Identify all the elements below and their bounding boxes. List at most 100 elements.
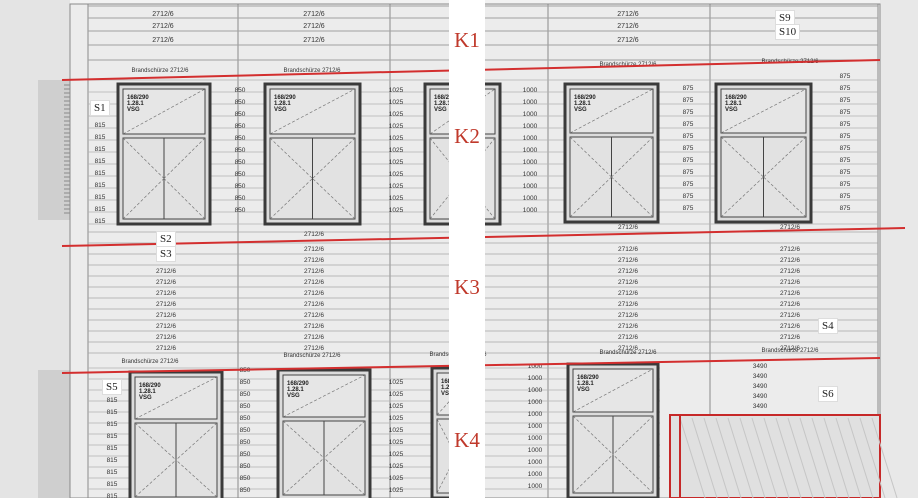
- value-875: 875: [683, 121, 694, 128]
- row-value-k3: 2712/6: [156, 290, 176, 297]
- value-815: 815: [107, 493, 118, 498]
- sash-diagonal: [175, 459, 218, 498]
- row-value-k1: 2712/6: [617, 23, 639, 30]
- value-1025: 1025: [389, 439, 404, 446]
- value-850: 850: [240, 427, 251, 434]
- value-875: 875: [840, 169, 851, 176]
- window-sash-left: [269, 137, 313, 220]
- sash-diagonal: [572, 454, 614, 494]
- fire-wall-label: Brandschürze 2712/6: [131, 68, 189, 74]
- transom-diagonal: [282, 374, 366, 418]
- value-875: 875: [683, 85, 694, 92]
- window-sash-right: [611, 136, 654, 218]
- value-875: 875: [683, 133, 694, 140]
- value-815: 815: [95, 194, 106, 201]
- value-815: 815: [95, 182, 106, 189]
- window-sash-right: [612, 415, 654, 494]
- value-1000: 1000: [528, 375, 543, 382]
- window-sash-right: [175, 422, 218, 498]
- hatch-line: [823, 417, 850, 498]
- value-1025: 1025: [389, 111, 404, 118]
- label-s3: S3: [156, 246, 176, 262]
- transom-diagonal: [134, 376, 218, 420]
- transom-diagonal: [572, 368, 654, 413]
- row-value-k3: 2712/6: [304, 246, 324, 253]
- value-875: 875: [683, 193, 694, 200]
- transom-diagonal: [569, 88, 654, 134]
- value-1025: 1025: [389, 135, 404, 142]
- value-815: 815: [107, 409, 118, 416]
- value-3490: 3490: [753, 373, 768, 380]
- row-value-k1: 2712/6: [152, 37, 174, 44]
- value-850: 850: [240, 463, 251, 470]
- fire-wall-label: Brandschürze 2712/6: [599, 62, 657, 68]
- row-value-k1: 2712/6: [303, 11, 325, 18]
- window-tag: 1.28.1: [139, 389, 156, 395]
- hatch-line: [835, 417, 862, 498]
- row-value-k3: 2712/6: [618, 334, 638, 341]
- value-875: 875: [840, 109, 851, 116]
- value-850: 850: [235, 123, 246, 130]
- sash-diagonal: [436, 418, 457, 457]
- value-1025: 1025: [389, 207, 404, 214]
- row-value-k3: 2712/6: [618, 246, 638, 253]
- value-1000: 1000: [528, 423, 543, 430]
- value-1000: 1000: [523, 171, 538, 178]
- value-875: 875: [683, 157, 694, 164]
- value-1025: 1025: [389, 391, 404, 398]
- window-tag: 168/290: [287, 381, 309, 387]
- value-1000: 1000: [523, 135, 538, 142]
- value-850: 850: [235, 159, 246, 166]
- hatch-line: [739, 417, 766, 498]
- value-850: 850: [240, 379, 251, 386]
- row-value-k1: 2712/6: [152, 23, 174, 30]
- row-value-k3: 2712/6: [618, 279, 638, 286]
- row-value-k1: 2712/6: [617, 11, 639, 18]
- value-3490: 3490: [753, 363, 768, 370]
- value-850: 850: [235, 171, 246, 178]
- window-sash-right: [312, 137, 356, 220]
- window-sash-left: [282, 420, 325, 496]
- value-1000: 1000: [528, 435, 543, 442]
- window-tag: 1.28.1: [574, 101, 591, 107]
- sash-diagonal: [175, 422, 218, 461]
- value-850: 850: [235, 87, 246, 94]
- window-tag: 168/290: [577, 375, 599, 381]
- hatch-line: [775, 417, 802, 498]
- value-850: 850: [240, 451, 251, 458]
- row-value-k3: 2712/6: [780, 290, 800, 297]
- hatch-line: [859, 417, 886, 498]
- value-875: 875: [840, 157, 851, 164]
- value-815: 815: [107, 445, 118, 452]
- window-tag: 1.28.1: [127, 101, 144, 107]
- value-850: 850: [240, 403, 251, 410]
- value-875: 875: [683, 205, 694, 212]
- window-tag: 1.28.1: [434, 101, 451, 107]
- value-850: 850: [235, 207, 246, 214]
- value-3490: 3490: [753, 403, 768, 410]
- row-value-k3: 2712/6: [780, 224, 800, 231]
- value-3490: 3490: [753, 393, 768, 400]
- window-tag: VSG: [434, 107, 447, 113]
- value-1000: 1000: [523, 123, 538, 130]
- row-value-k3: 2712/6: [156, 334, 176, 341]
- window-tag: VSG: [441, 391, 454, 397]
- window-tag: 168/290: [434, 95, 456, 101]
- window-tag: 1.28.1: [274, 101, 291, 107]
- value-815: 815: [95, 146, 106, 153]
- value-815: 815: [95, 218, 106, 225]
- window-tag: 1.28.1: [725, 101, 742, 107]
- value-875: 875: [683, 97, 694, 104]
- value-1025: 1025: [389, 463, 404, 470]
- hatch-line: [751, 417, 778, 498]
- hatch-line: [787, 417, 814, 498]
- value-815: 815: [107, 469, 118, 476]
- value-1000: 1000: [528, 471, 543, 478]
- transom-diagonal: [122, 88, 206, 135]
- sash-diagonal: [323, 420, 366, 459]
- value-1025: 1025: [389, 415, 404, 422]
- value-850: 850: [235, 135, 246, 142]
